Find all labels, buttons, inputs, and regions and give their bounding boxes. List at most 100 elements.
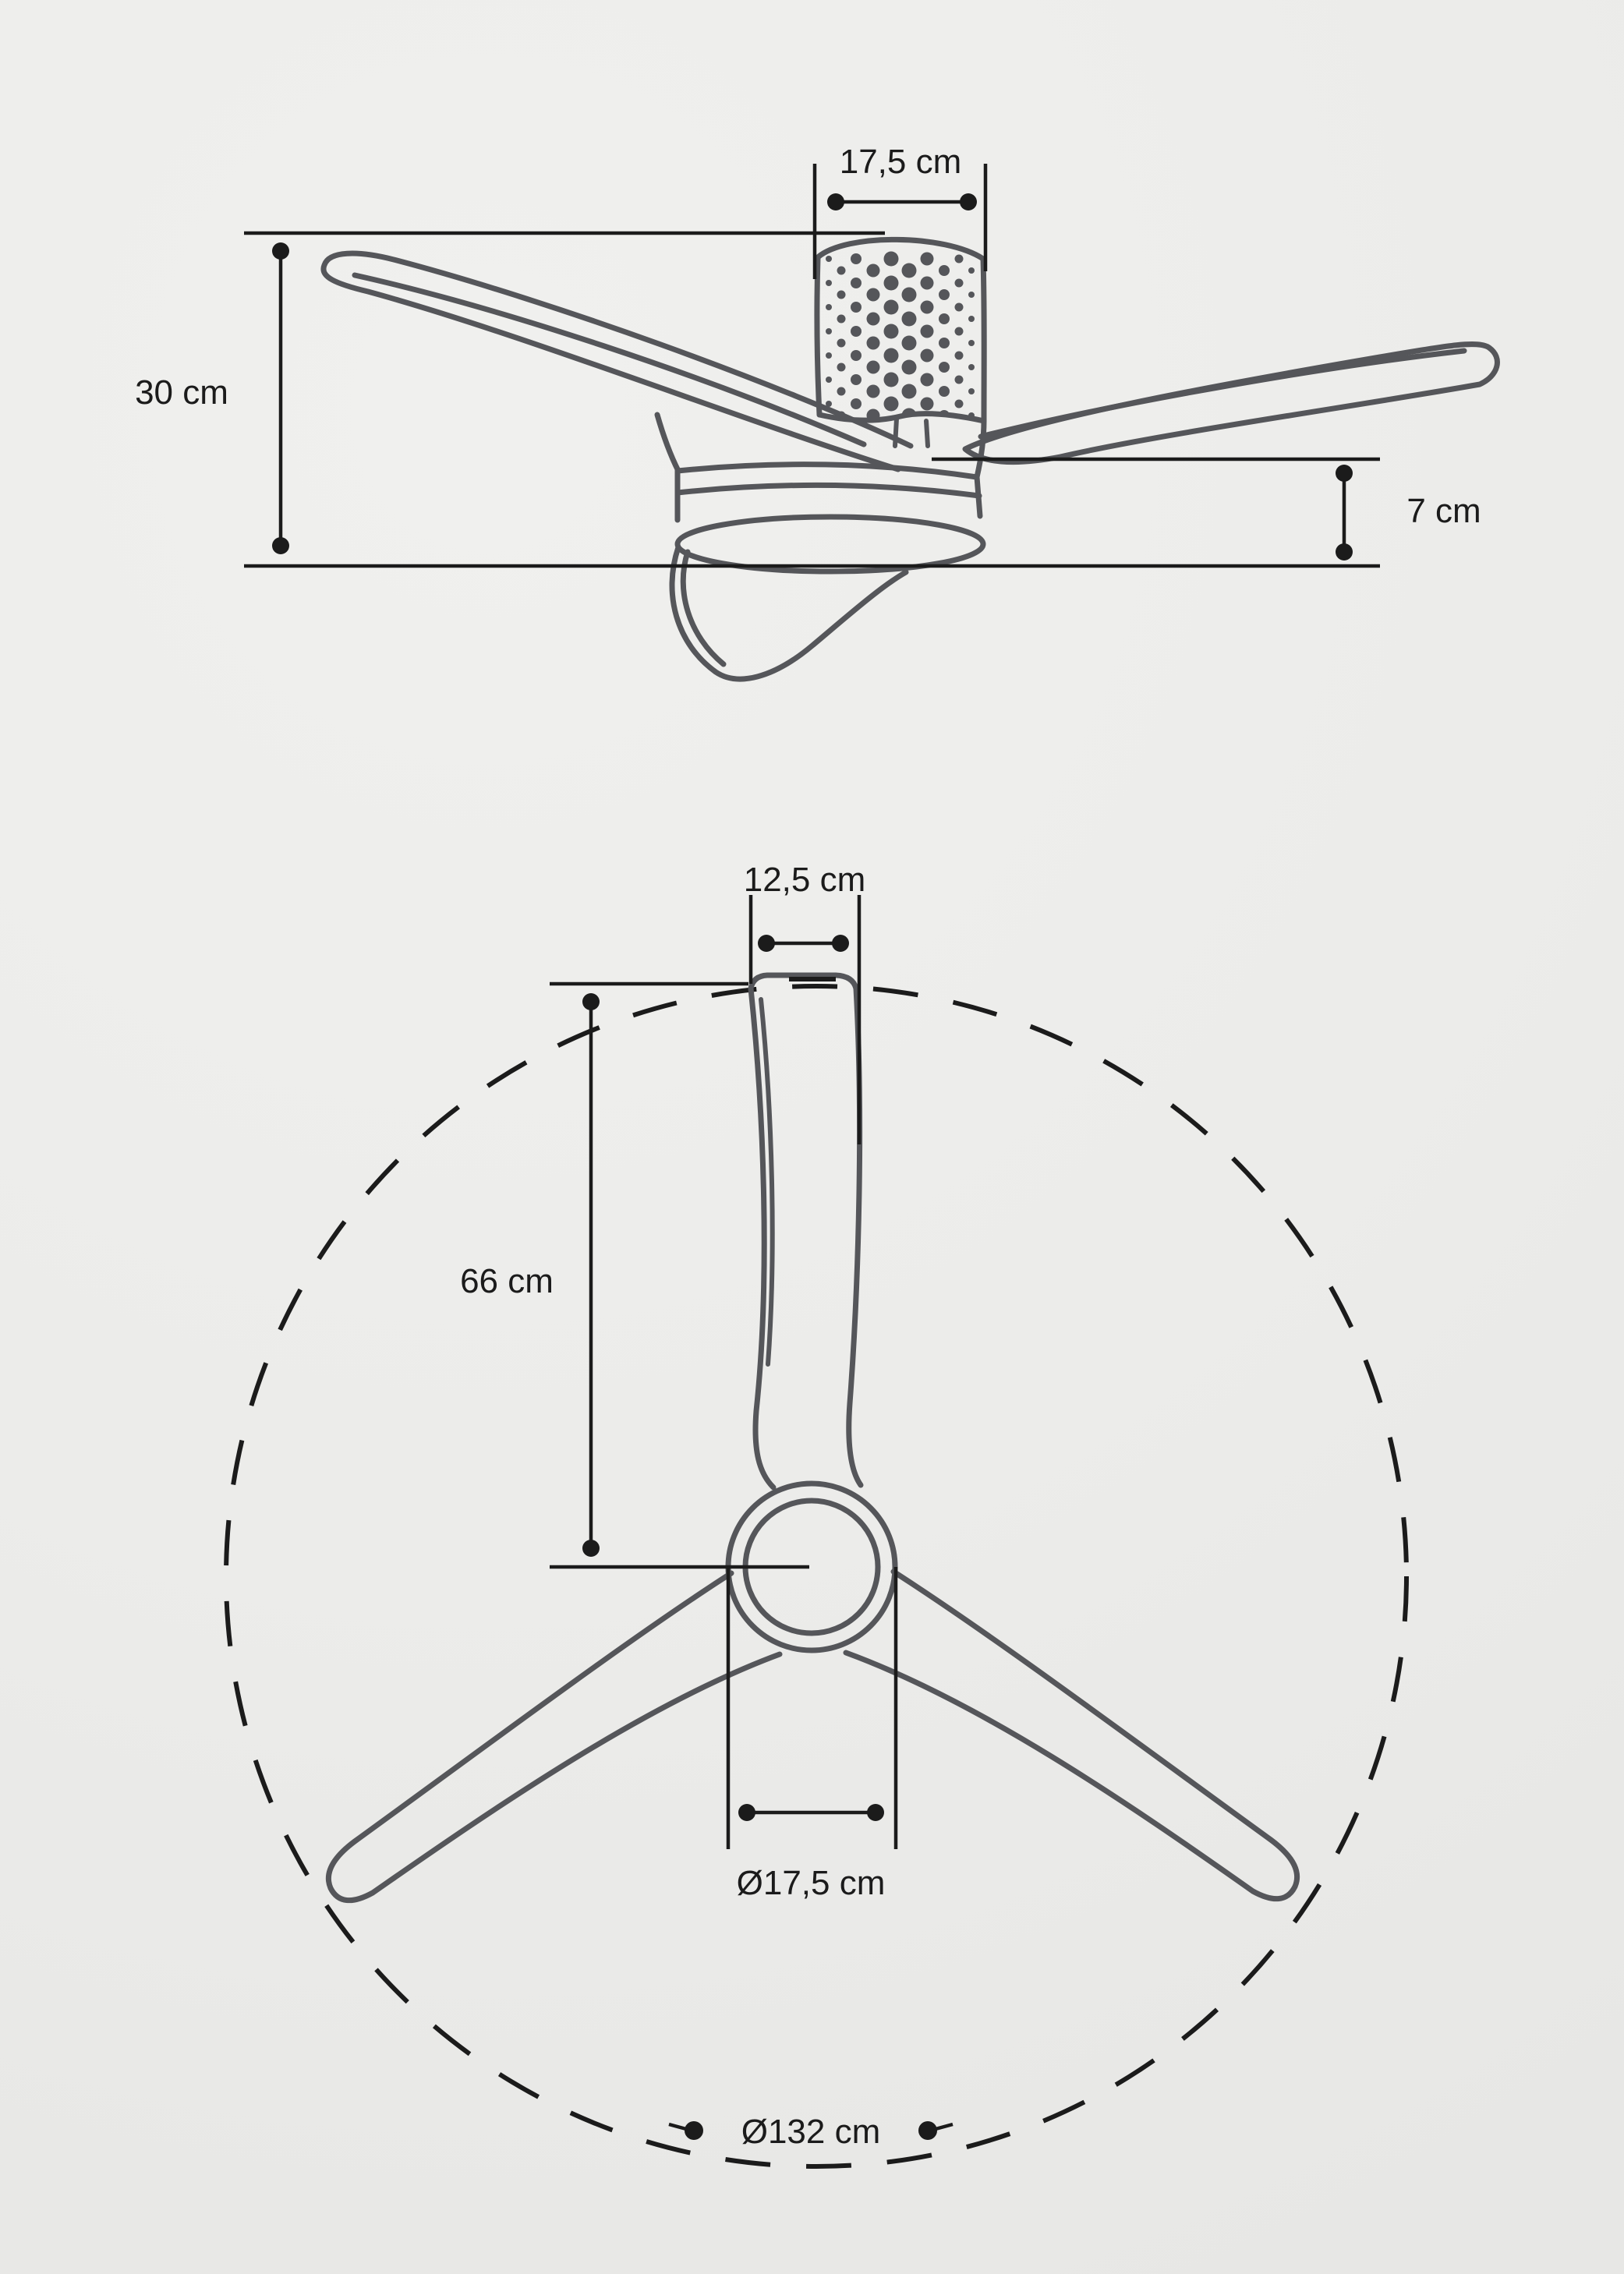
top-blade-left-edge	[748, 985, 777, 1491]
perforation-dot	[837, 362, 846, 372]
perforation-dot	[837, 266, 846, 275]
perforation-dot	[826, 352, 832, 359]
dim-dot	[272, 242, 289, 260]
perforation-dot	[826, 328, 832, 334]
perforation-dot	[851, 278, 862, 288]
perforation-dot	[920, 252, 934, 266]
perforation-dot	[826, 280, 832, 286]
drum-left-side	[814, 254, 823, 418]
perforation-dot	[866, 336, 880, 350]
perforation-dot	[866, 312, 880, 326]
perforation-dot	[851, 302, 862, 313]
perforation-dot	[883, 299, 899, 315]
perforation-dot	[954, 399, 964, 408]
lower-right-blade	[843, 1568, 1300, 1902]
perforation-dot	[901, 335, 917, 351]
top-blade-tip-cap	[748, 972, 859, 992]
perforation-dot	[866, 288, 880, 302]
perforation-dot	[939, 289, 950, 300]
left-blade-root	[654, 412, 681, 474]
lower-left-blade	[325, 1570, 783, 1904]
perforation-dot	[851, 398, 862, 409]
dim-dot	[1336, 543, 1353, 561]
left-blade	[320, 250, 914, 474]
perforation-dot	[866, 263, 880, 278]
bottom-view: 12,5 cm 66 cm Ø17,5 cm Ø132 cm	[224, 861, 1409, 2169]
perforation-dot	[883, 396, 899, 412]
drum-right-side	[980, 256, 987, 424]
perforation-dot	[939, 313, 950, 324]
right-blade-root	[974, 418, 987, 480]
perforation-dot	[837, 338, 846, 348]
dim-dot	[758, 935, 775, 952]
dim-dot	[582, 993, 600, 1010]
perforation-dot	[901, 359, 917, 375]
perforation-dot	[920, 397, 934, 411]
dimension-blade-length: 66 cm	[460, 981, 809, 1569]
blade-length-label: 66 cm	[460, 1262, 554, 1300]
perforation-dot	[826, 304, 832, 310]
perforation-dot	[826, 256, 832, 262]
perforation-dot	[954, 375, 964, 384]
perforation-dot	[968, 267, 975, 274]
perforation-dot	[851, 374, 862, 385]
housing-top-rim	[674, 462, 980, 480]
perforation-dot	[901, 384, 917, 399]
perforation-dot	[968, 316, 975, 322]
motor-width-label: 17,5 cm	[840, 143, 962, 181]
dim-dot	[1336, 465, 1353, 482]
perforation-dot	[920, 276, 934, 290]
left-blade-outline	[320, 250, 914, 472]
hub-diameter-label: Ø17,5 cm	[737, 1864, 886, 1902]
perforation-dot	[883, 251, 899, 267]
perforation-dot	[939, 362, 950, 373]
perforation-dot	[901, 263, 917, 278]
perforation-dot	[826, 401, 832, 407]
perforation-dot	[920, 300, 934, 314]
total-height-label: 30 cm	[135, 373, 228, 412]
dimension-housing-height: 7 cm	[932, 457, 1481, 561]
perforation-dot	[866, 408, 880, 421]
dim-dot	[867, 1804, 884, 1821]
dim-dot	[738, 1804, 755, 1821]
sweep-diameter-label: Ø132 cm	[741, 2113, 881, 2151]
top-blade-seam	[759, 997, 775, 1367]
perforation-dot	[939, 265, 950, 276]
perforation-dot	[851, 253, 862, 264]
perforation-dot	[837, 290, 846, 299]
fan-motor-drum	[814, 236, 987, 448]
perforation-dot	[826, 377, 832, 383]
dimension-blade-width: 12,5 cm	[744, 861, 865, 1144]
perforation-dot	[851, 326, 862, 337]
perforation-dot	[968, 364, 975, 370]
perforation-dot	[883, 275, 899, 291]
drum-perforation-dots	[826, 251, 975, 421]
perforation-dot	[883, 372, 899, 387]
perforation-dot	[954, 278, 964, 288]
sweep-circle	[224, 984, 1409, 2169]
lower-left-blade-outline	[325, 1570, 783, 1904]
dimension-hub-diameter: Ø17,5 cm	[726, 1567, 898, 1902]
dim-dot	[582, 1540, 600, 1557]
top-blade	[748, 972, 864, 1491]
dim-dot	[272, 537, 289, 554]
perforation-dot	[939, 386, 950, 397]
dimension-sweep-diameter: Ø132 cm	[668, 2113, 954, 2151]
perforation-dot	[954, 254, 964, 263]
dim-dot	[832, 935, 849, 952]
perforation-dot	[968, 340, 975, 346]
dim-dot	[918, 2121, 937, 2140]
perforation-dot	[883, 324, 899, 339]
perforation-dot	[954, 327, 964, 336]
left-blade-seam	[352, 272, 867, 447]
perforation-dot	[866, 384, 880, 398]
lower-right-blade-outline	[843, 1568, 1300, 1902]
perforation-dot	[901, 311, 917, 327]
drum-neck-right	[924, 419, 930, 448]
perforation-dot	[968, 292, 975, 298]
front-blade-outline	[669, 544, 909, 682]
perforation-dot	[883, 348, 899, 363]
dim-stub-left	[668, 2122, 687, 2131]
